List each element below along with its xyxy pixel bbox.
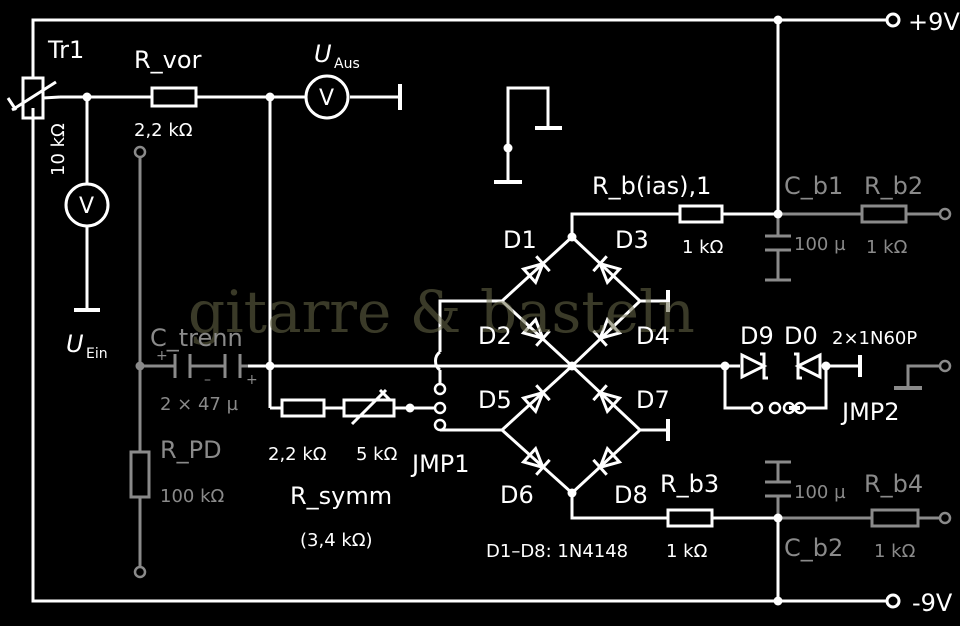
plus9v-label: +9V [908, 8, 960, 36]
jmp1-label: JMP1 [410, 450, 470, 478]
plus9v-terminal [885, 12, 901, 28]
u-aus-voltmeter [304, 74, 402, 120]
diode-d4 [592, 316, 623, 347]
u-aus-sub-label: Aus [334, 56, 360, 72]
c-b1-label: C_b1 [784, 172, 843, 200]
r-pd-value-label: 100 kΩ [160, 486, 225, 507]
junction-dots [82, 15, 831, 606]
r-b3-resistor [666, 508, 714, 528]
r-symm-pot-value-label: 5 kΩ [356, 444, 398, 465]
c-b2-value-label: 100 µ [794, 482, 846, 503]
r-b4-value-label: 1 kΩ [874, 541, 916, 562]
r-b3-label: R_b3 [660, 470, 719, 498]
c-b1-capacitor [765, 234, 791, 282]
r-bias1-resistor [678, 204, 724, 224]
c-trenn-label: C_trenn [150, 324, 243, 352]
r-symm-total-label: (3,4 kΩ) [300, 530, 373, 551]
u-ein-sub-label: Ein [86, 346, 108, 362]
d5-label: D5 [478, 386, 512, 414]
r-symm-trimmer [342, 388, 396, 426]
diode-d5 [520, 384, 551, 415]
tr1-potentiometer [6, 76, 61, 120]
r-vor-resistor [150, 86, 198, 108]
optional-components [129, 145, 952, 579]
watermark-text: gitarre & basteln [188, 278, 695, 346]
r-b4-resistor [870, 508, 920, 528]
d1-label: D1 [503, 226, 537, 254]
diode-d0 [794, 352, 822, 380]
d6-label: D6 [500, 481, 534, 509]
d3-label: D3 [615, 226, 649, 254]
r-symm-fixed-resistor [280, 398, 326, 418]
c-trenn-plus-left: + [156, 348, 168, 364]
jmp1-contacts [433, 382, 447, 432]
diode-types-label: D1–D8: 1N4148 [486, 541, 628, 562]
minus9v-terminal [885, 593, 901, 609]
c-trenn-capacitors [173, 354, 242, 378]
minus9v-label: -9V [912, 589, 953, 617]
r-pd-resistor [129, 450, 151, 499]
u-aus-meter-symbol: V [319, 86, 334, 111]
r-b2-value-label: 1 kΩ [866, 237, 908, 258]
c-b2-label: C_b2 [784, 534, 843, 562]
r-vor-label: R_vor [134, 46, 202, 74]
diode-d3 [592, 255, 623, 286]
r-b3-value-label: 1 kΩ [666, 541, 708, 562]
c-trenn-value-label: 2 × 47 µ [160, 394, 239, 415]
diode-d2 [520, 316, 551, 347]
r-bias1-label: R_b(ias),1 [592, 172, 711, 200]
d8-label: D8 [614, 481, 648, 509]
r-pd-label: R_PD [160, 436, 222, 464]
c-trenn-minus: – [204, 372, 211, 388]
diode-d6 [520, 445, 551, 476]
tr1-label: Tr1 [47, 36, 84, 64]
r-bias1-value-label: 1 kΩ [682, 237, 724, 258]
diode-d9 [740, 352, 768, 380]
d2-label: D2 [478, 322, 512, 350]
optional-parts [138, 152, 940, 572]
labels: Tr1 10 kΩ R_vor 2,2 kΩ U Aus V V U Ein +… [47, 8, 960, 617]
c-trenn-plus-right: + [246, 372, 258, 388]
r-b4-label: R_b4 [864, 470, 923, 498]
tr1-value-label: 10 kΩ [48, 123, 69, 176]
diode-d1 [520, 255, 551, 286]
r-symm-fixed-value-label: 2,2 kΩ [268, 444, 327, 465]
r-symm-label: R_symm [290, 482, 392, 510]
d9-label: D9 [740, 322, 774, 350]
r-b2-resistor [860, 204, 908, 224]
r-b2-label: R_b2 [864, 172, 923, 200]
u-ein-voltmeter [64, 182, 110, 312]
d4-label: D4 [636, 322, 670, 350]
diode-d7 [592, 384, 623, 415]
d0-label: D0 [784, 322, 818, 350]
d7-label: D7 [636, 386, 670, 414]
c-b1-value-label: 100 µ [794, 234, 846, 255]
jmp2-label: JMP2 [840, 398, 900, 426]
u-ein-meter-symbol: V [79, 194, 94, 219]
u-aus-label: U [314, 40, 332, 68]
r-vor-value-label: 2,2 kΩ [134, 120, 193, 141]
c-b2-capacitor [765, 460, 791, 498]
diode-d8 [592, 445, 623, 476]
d9d0-type-label: 2×1N60P [832, 328, 917, 349]
u-ein-label: U [66, 330, 84, 358]
